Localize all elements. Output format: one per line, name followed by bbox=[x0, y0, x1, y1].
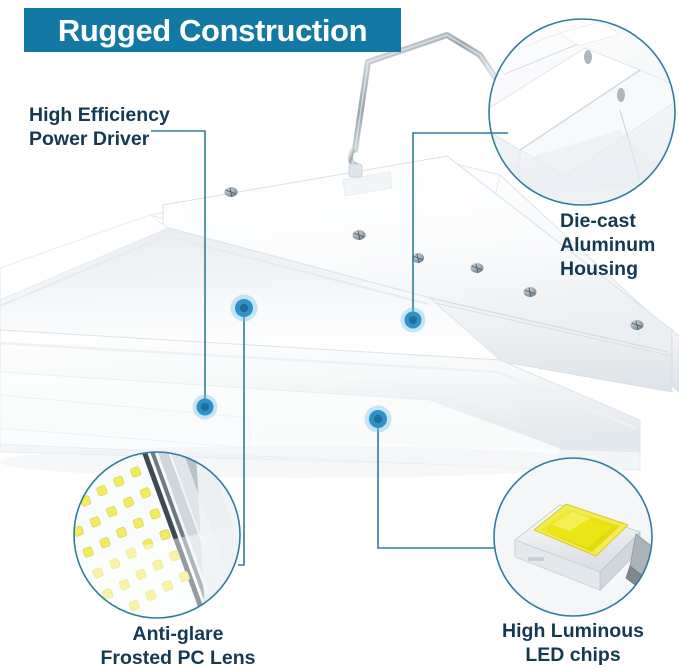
screw-icon bbox=[352, 230, 366, 241]
screw-icon bbox=[523, 287, 537, 298]
hook-anchor-left bbox=[348, 163, 363, 178]
leader-line-led-chips bbox=[377, 424, 494, 549]
title-banner: Rugged Construction bbox=[24, 8, 401, 52]
screw-icon bbox=[470, 263, 484, 274]
leader-line-die-cast-housing bbox=[412, 132, 508, 315]
page-title: Rugged Construction bbox=[57, 12, 368, 48]
inset-ring-led-chip bbox=[493, 457, 653, 617]
callout-label-power-driver: High Efficiency Power Driver bbox=[29, 104, 170, 151]
inset-led-chip-detail bbox=[493, 457, 653, 617]
inset-housing-detail bbox=[488, 18, 676, 206]
leader-line-frosted-lens bbox=[238, 313, 245, 566]
marker-dot-frosted-lens bbox=[230, 294, 258, 322]
callout-label-die-cast-housing: Die-cast Aluminum Housing bbox=[560, 210, 656, 281]
marker-dot-led-chips bbox=[364, 405, 392, 433]
inset-ring-housing bbox=[488, 18, 676, 206]
housing-screws bbox=[224, 187, 644, 331]
callout-label-frosted-lens: Anti-glare Frosted PC Lens bbox=[100, 623, 256, 669]
inset-ring-lens bbox=[73, 451, 241, 619]
callout-markers bbox=[192, 294, 426, 433]
marker-dot-power-driver bbox=[192, 394, 218, 420]
marker-dot-die-cast-housing bbox=[400, 307, 426, 333]
screw-icon bbox=[630, 320, 644, 331]
fixture-left-rear-wall bbox=[0, 214, 169, 301]
screw-icon bbox=[412, 253, 424, 264]
callout-label-led-chips: High Luminous LED chips bbox=[502, 620, 644, 667]
leader-line-power-driver bbox=[151, 130, 206, 402]
screw-icon bbox=[224, 187, 238, 198]
